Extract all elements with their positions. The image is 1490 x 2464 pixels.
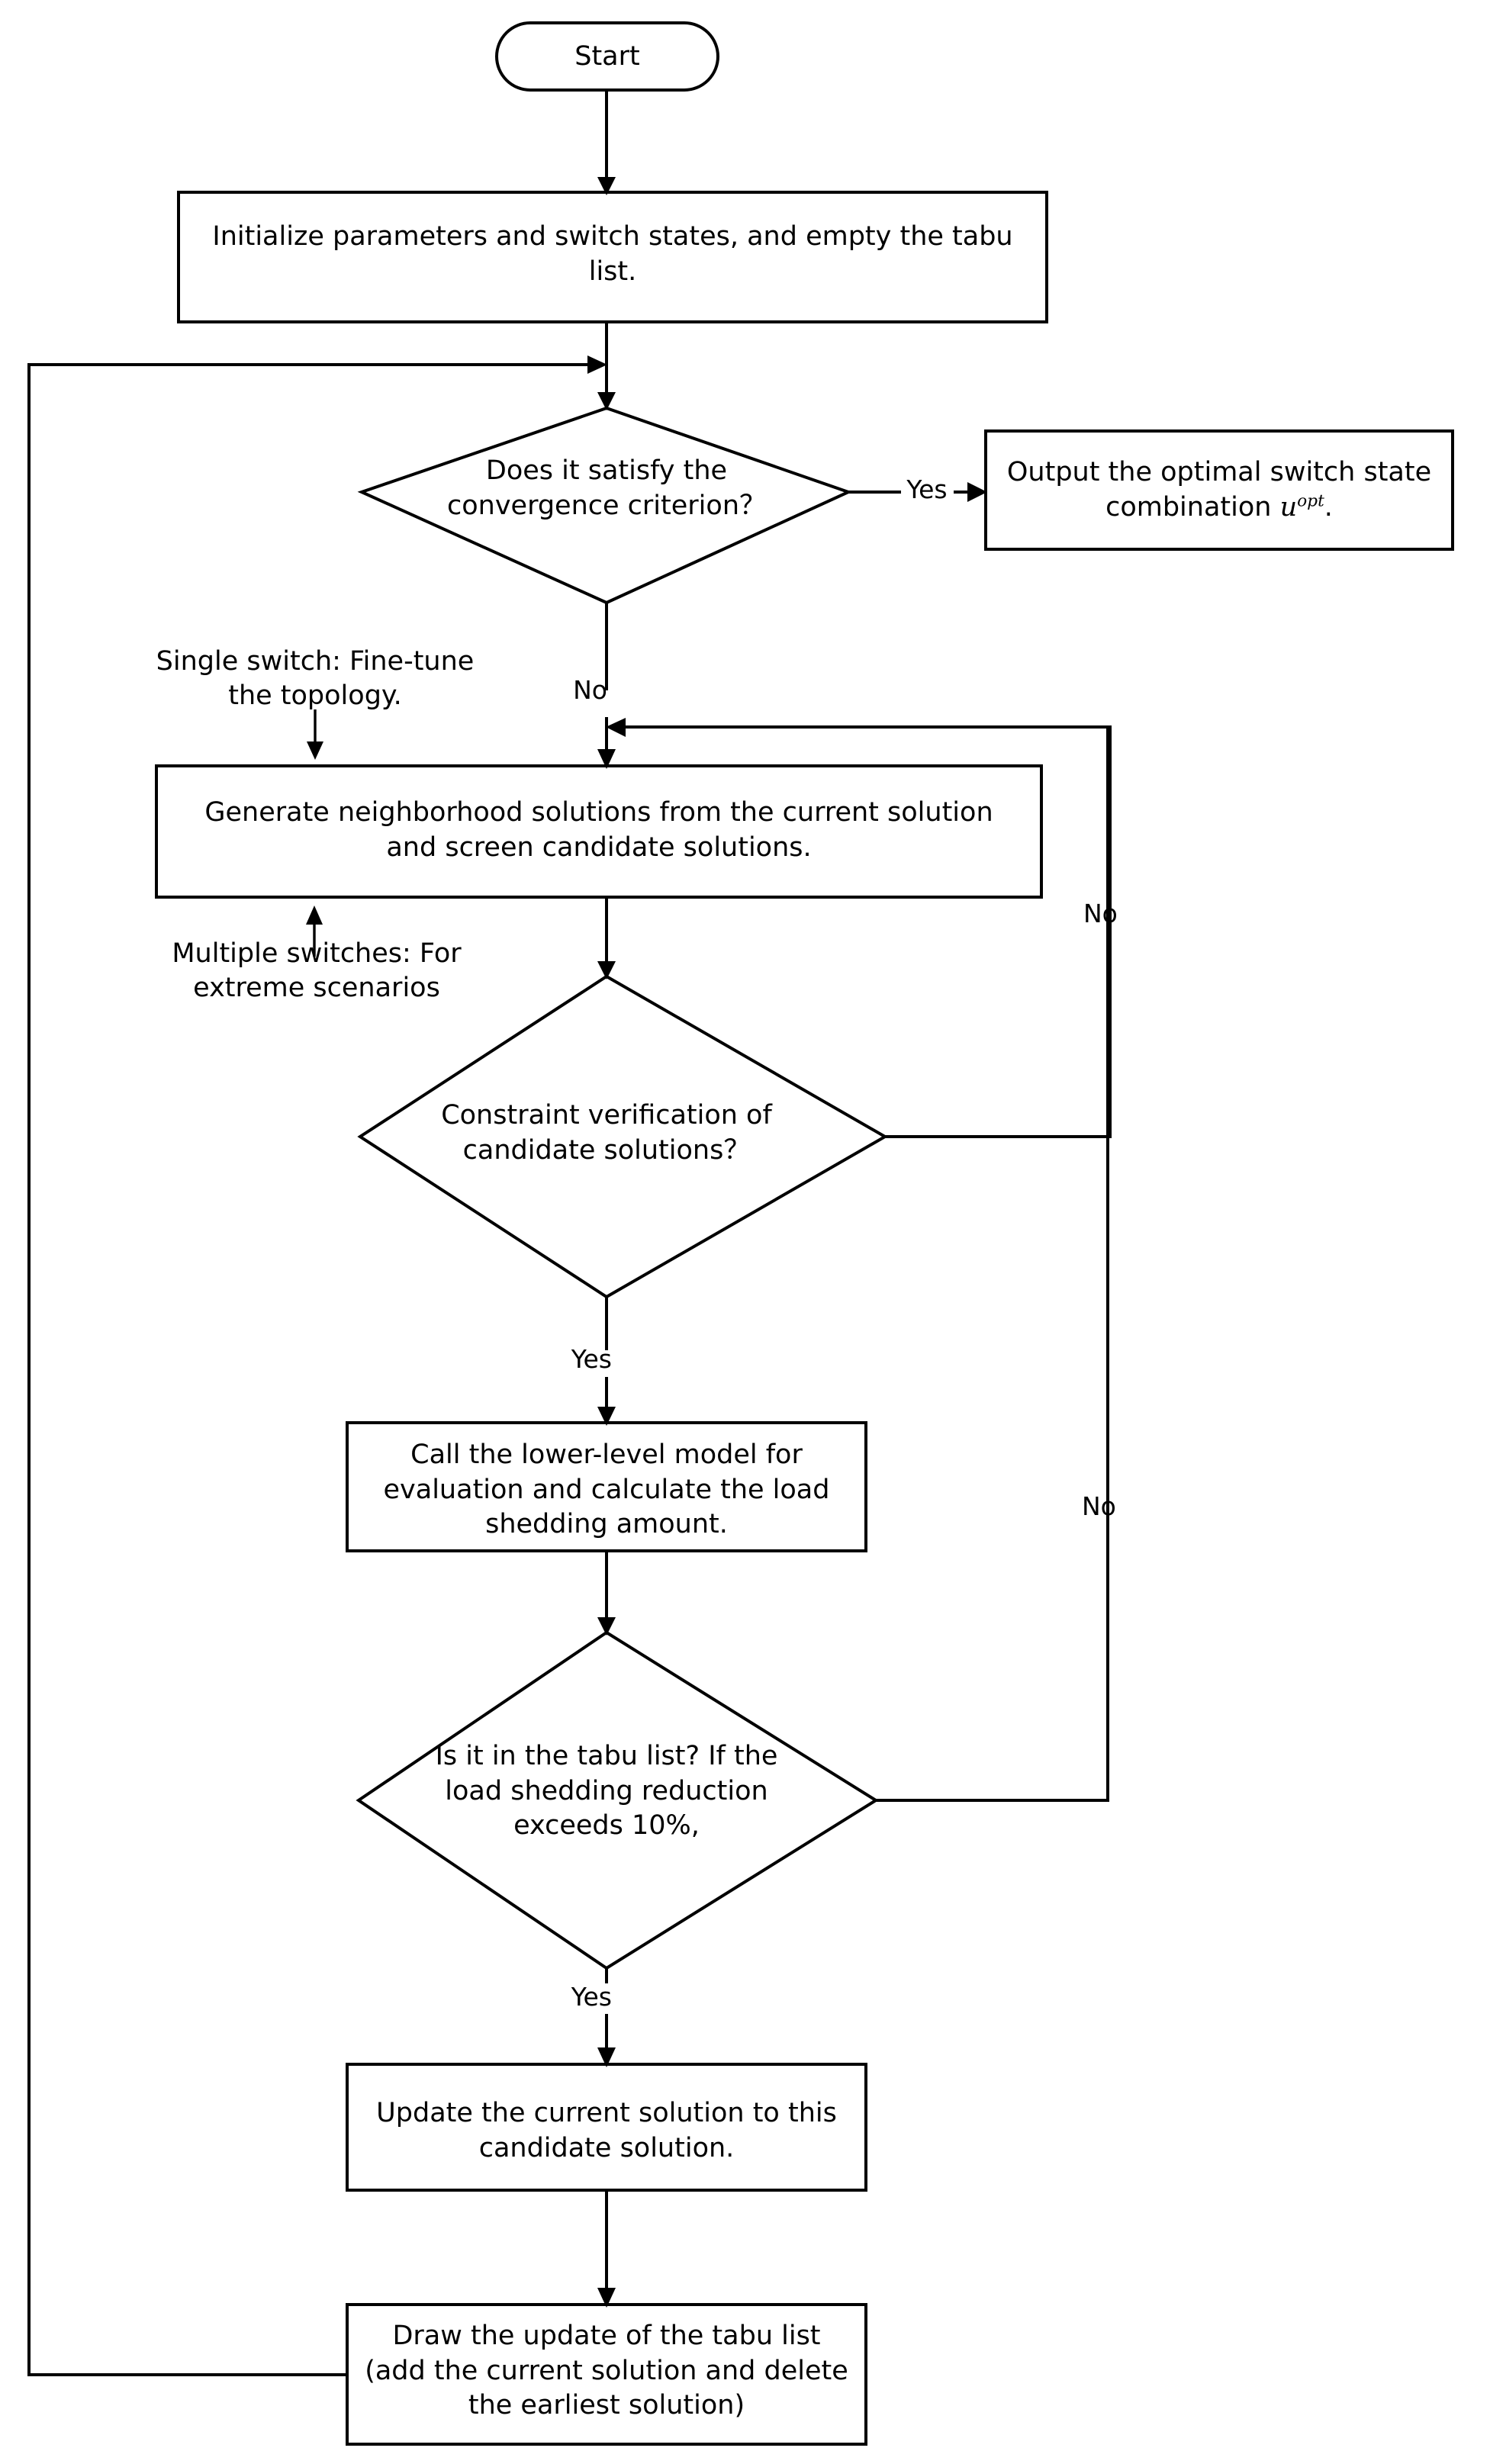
node-initialize-shape	[177, 191, 1048, 323]
edge-return-loop-outer	[27, 363, 589, 2376]
edge-initialize-to-convergence-arrowhead	[597, 392, 616, 410]
edge-call-model-to-tabu-arrowhead	[597, 1617, 616, 1636]
node-generate-neighborhood-shape	[155, 764, 1043, 899]
edge-convergence-no-arrowhead	[597, 749, 616, 769]
edge-tabu-no-loop	[876, 729, 1110, 1802]
node-start-shape	[495, 21, 719, 92]
edge-tabu-yes-arrowhead	[597, 2047, 616, 2067]
edge-return-loop-outer-arrowhead	[587, 355, 607, 374]
node-constraint-verification-shape	[357, 974, 889, 1299]
node-update-tabu-list-shape	[346, 2303, 867, 2446]
node-convergence-check-shape	[357, 406, 853, 605]
edge-convergence-yes-arrowhead	[967, 482, 987, 502]
edge-constraint-yes-arrowhead	[597, 1407, 616, 1426]
edge-constraint-no-loop-arrowhead	[606, 718, 626, 737]
edge-update-to-tabu-list-arrowhead	[597, 2288, 616, 2308]
annotation-multiple-switches-arrowhead	[306, 906, 323, 925]
node-output-optimal-shape	[984, 429, 1454, 551]
node-update-current-shape	[346, 2063, 867, 2192]
edge-start-to-initialize-arrowhead	[597, 177, 616, 195]
annotation-single-switch-arrowhead	[307, 741, 323, 760]
edge-constraint-no-loop	[624, 725, 1112, 1138]
node-call-lower-model-shape	[346, 1421, 867, 1552]
edge-generate-to-constraint-arrowhead	[597, 961, 616, 979]
node-tabu-check-shape	[356, 1630, 879, 1970]
